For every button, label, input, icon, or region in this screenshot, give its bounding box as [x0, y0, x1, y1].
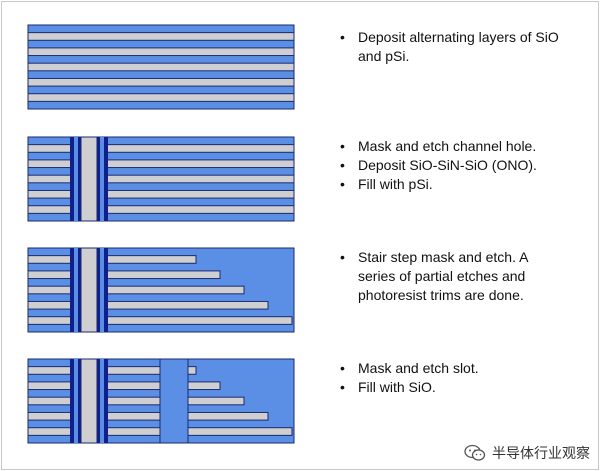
panel-4-layer-5 — [27, 396, 245, 406]
step-1-bullet-1: Deposit alternating layers of SiO — [340, 28, 559, 47]
panel-3-layer-3 — [27, 270, 221, 280]
step-3-line-2: series of partial etches and — [358, 268, 526, 284]
step-4-text: Mask and etch slot. Fill with SiO. — [340, 359, 479, 397]
step-2-text: Mask and etch channel hole. Deposit SiO-… — [340, 137, 537, 194]
panel-3-layer-7 — [27, 300, 269, 310]
panel-1-layer-9 — [27, 93, 295, 102]
step-3-bullet-1-cont3: photoresist trims are done. — [340, 286, 528, 305]
panel-3-psi-core — [80, 247, 98, 333]
step-2-bullet-2: Deposit SiO-SiN-SiO (ONO). — [340, 156, 537, 175]
panel-1-layer-1 — [27, 32, 295, 41]
panel-2-layer-3 — [27, 159, 295, 169]
panel-1-layer-5 — [27, 62, 295, 72]
panel-2-layer-7 — [27, 189, 295, 199]
wechat-icon — [464, 444, 486, 461]
panel-4-slot — [159, 358, 189, 444]
step-4-bullet-2: Fill with SiO. — [340, 378, 479, 397]
step-1-text: Deposit alternating layers of SiO and pS… — [340, 28, 559, 66]
step-2-bullet-3: Fill with pSi. — [340, 175, 537, 194]
step-3-bullet-1-cont2: series of partial etches and — [340, 267, 528, 286]
panel-4-layer-1 — [27, 366, 197, 375]
step-1-bullet-1-cont: and pSi. — [340, 47, 559, 66]
panel-2-psi-core — [80, 136, 98, 222]
panel-4-layer-7 — [27, 411, 269, 421]
panel-2-layer-9 — [27, 205, 295, 214]
panel-3-layer-9 — [27, 316, 293, 325]
panel-3-layer-1 — [27, 255, 197, 264]
step-3-line-3: photoresist trims are done. — [358, 287, 524, 303]
panel-2-layer-1 — [27, 144, 295, 153]
panel-2-layer-5 — [27, 174, 295, 184]
step-3-text: Stair step mask and etch. A series of pa… — [340, 248, 528, 305]
step-2-bullet-1: Mask and etch channel hole. — [340, 137, 537, 156]
watermark: 半导体行业观察 — [464, 443, 590, 463]
watermark-text: 半导体行业观察 — [492, 445, 590, 461]
panel-3-layer-5 — [27, 285, 245, 295]
step-1-bullet-1-line2: and pSi. — [358, 48, 410, 64]
panel-4-psi-core — [80, 358, 98, 444]
panel-4-layer-3 — [27, 381, 221, 391]
panel-1-layer-7 — [27, 77, 295, 87]
panel-1-layer-3 — [27, 47, 295, 57]
step-3-bullet-1: Stair step mask and etch. A — [340, 248, 528, 267]
step-4-bullet-1: Mask and etch slot. — [340, 359, 479, 378]
